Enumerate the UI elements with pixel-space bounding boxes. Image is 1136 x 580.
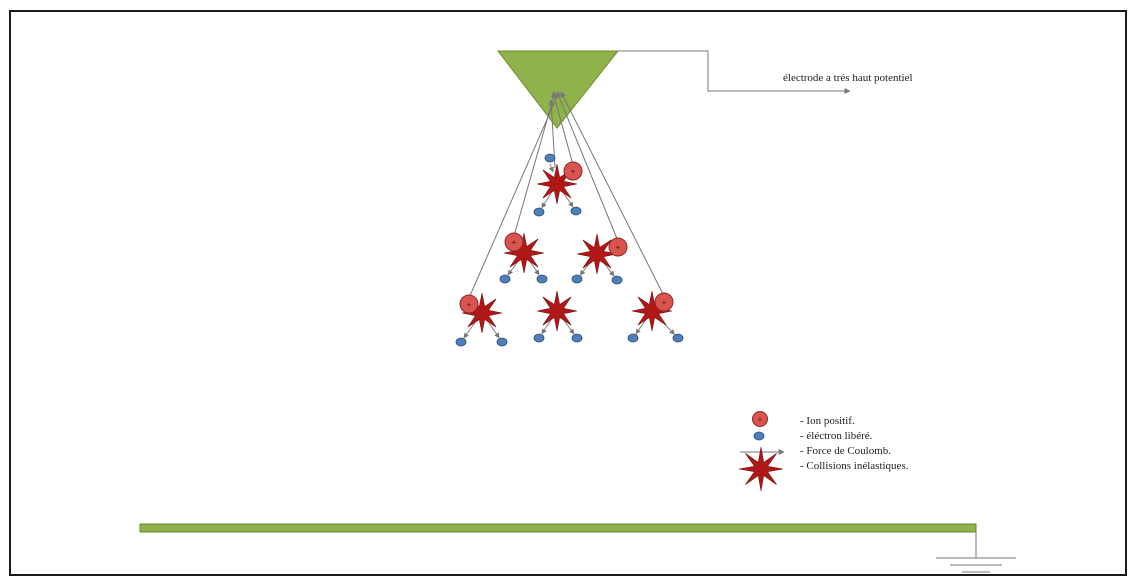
- ground-plate: [139, 523, 977, 533]
- legend-ion-icon: +: [752, 411, 768, 427]
- collision-star-icon: [536, 290, 578, 332]
- electron-emission-arrow: [548, 163, 554, 173]
- electron-emission-arrow: [603, 262, 615, 277]
- electron-icon: [533, 333, 545, 343]
- svg-text:+: +: [616, 243, 621, 252]
- legend-force-label: - Force de Coulomb.: [800, 445, 891, 457]
- electron-icon: [536, 274, 548, 284]
- electron-emission-arrow: [541, 193, 552, 209]
- electrode-tip: [496, 50, 620, 129]
- electron-icon: [496, 337, 508, 347]
- svg-text:+: +: [758, 415, 763, 424]
- electrode-leader-line: [618, 50, 851, 94]
- svg-text:+: +: [467, 300, 472, 309]
- coulomb-force-arrow: [551, 91, 574, 166]
- electron-emission-arrow: [563, 320, 575, 335]
- electron-icon: [533, 207, 545, 217]
- electrons-group: [455, 153, 684, 347]
- positive-ion-icon: +: [504, 232, 524, 252]
- svg-text:+: +: [662, 298, 667, 307]
- electron-icon: [455, 337, 467, 347]
- legend-collision-label: - Collisions inélastiques.: [800, 460, 909, 472]
- electron-icon: [627, 333, 639, 343]
- legend: + - Ion positif. - éléctron libéré. - Fo…: [738, 411, 909, 492]
- coulomb-force-arrow: [556, 91, 619, 242]
- coulomb-force-arrow: [560, 91, 665, 297]
- legend-ion-label: - Ion positif.: [800, 415, 855, 427]
- positive-ion-icon: +: [459, 294, 479, 314]
- positive-ion-icon: +: [563, 161, 583, 181]
- ions-group: + + + + +: [459, 161, 674, 314]
- positive-ion-icon: +: [608, 237, 628, 257]
- electron-emission-arrow: [563, 193, 574, 208]
- electron-icon: [571, 333, 583, 343]
- electron-icon: [499, 274, 511, 284]
- positive-ion-icon: +: [654, 292, 674, 312]
- electron-icon: [611, 275, 623, 285]
- legend-electron-label: - éléctron libéré.: [800, 430, 873, 442]
- electron-emission-arrow: [579, 262, 591, 276]
- legend-electron-icon: [753, 431, 765, 441]
- svg-text:+: +: [512, 238, 517, 247]
- electron-icon: [571, 274, 583, 284]
- electron-emission-arrow: [488, 322, 500, 339]
- electrode-label: électrode a trés haut potentiel: [783, 72, 913, 84]
- electron-emission-arrow: [635, 320, 646, 335]
- coulomb-force-arrow: [468, 91, 560, 299]
- ground-icon: [936, 532, 1016, 573]
- electron-emission-arrows: [463, 163, 675, 339]
- electron-icon: [544, 153, 556, 163]
- electron-emission-arrow: [463, 322, 475, 339]
- electron-icon: [570, 206, 582, 216]
- collision-star-icon: [576, 233, 618, 275]
- electron-emission-arrow: [541, 320, 552, 335]
- electron-emission-arrow: [507, 261, 518, 276]
- electron-emission-arrow: [529, 261, 540, 276]
- legend-collision-icon: [738, 446, 784, 492]
- svg-text:+: +: [571, 167, 576, 176]
- electron-icon: [672, 333, 684, 343]
